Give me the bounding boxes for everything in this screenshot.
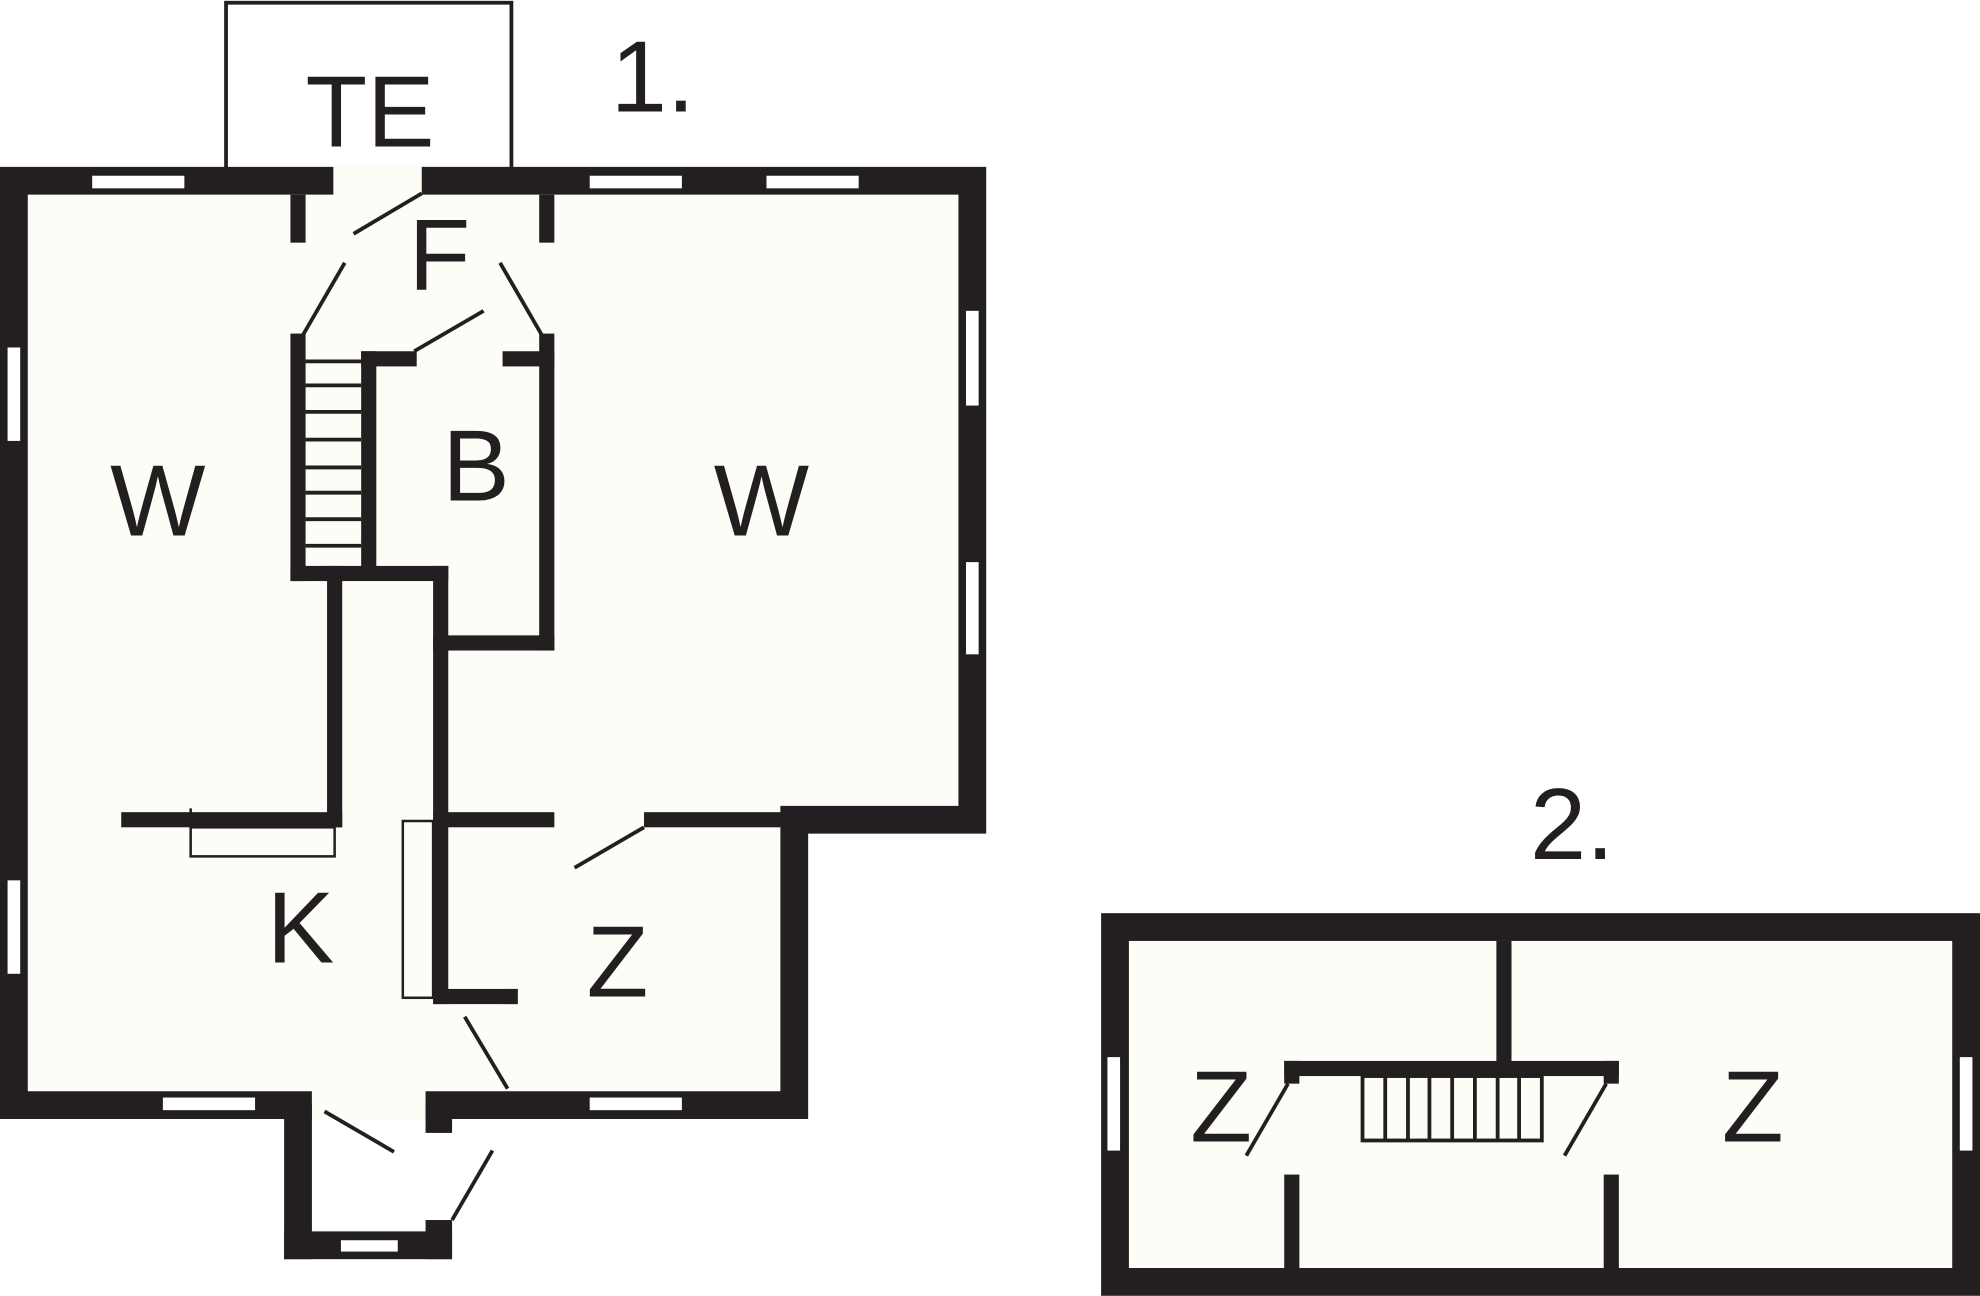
room-label-z-right: Z: [1722, 1052, 1784, 1164]
room-label-k: K: [267, 872, 334, 984]
room-label-b: B: [442, 410, 509, 522]
floor-1-label: 1.: [611, 21, 695, 133]
terrace-outline: [224, 0, 514, 172]
floor-2-staircase: [1360, 1074, 1544, 1143]
interior-walls: [121, 194, 795, 1005]
floor-2-interior-walls: [1284, 940, 1619, 1270]
vestibule-walls: [284, 1105, 453, 1260]
floor-2-door-swings: [1244, 1082, 1608, 1157]
entrance-doorway: [333, 165, 422, 196]
floor-2-plan: 2. Z Z: [1101, 769, 1980, 1296]
room-label-w-right: W: [714, 446, 809, 558]
room-label-z: Z: [587, 907, 649, 1019]
staircase: [305, 359, 362, 548]
room-label-w-left: W: [110, 446, 205, 558]
floor-1-plan: 1. TE F B W W K Z: [0, 0, 987, 1260]
windows: [5, 173, 982, 1113]
room-label-te: TE: [305, 57, 434, 169]
floor-2-label: 2.: [1530, 769, 1614, 881]
room-label-f: F: [409, 199, 471, 311]
corridor-counter: [401, 819, 435, 1000]
door-swings: [301, 191, 645, 1221]
kitchen-counter: [189, 826, 336, 858]
room-label-z-left: Z: [1190, 1052, 1252, 1164]
